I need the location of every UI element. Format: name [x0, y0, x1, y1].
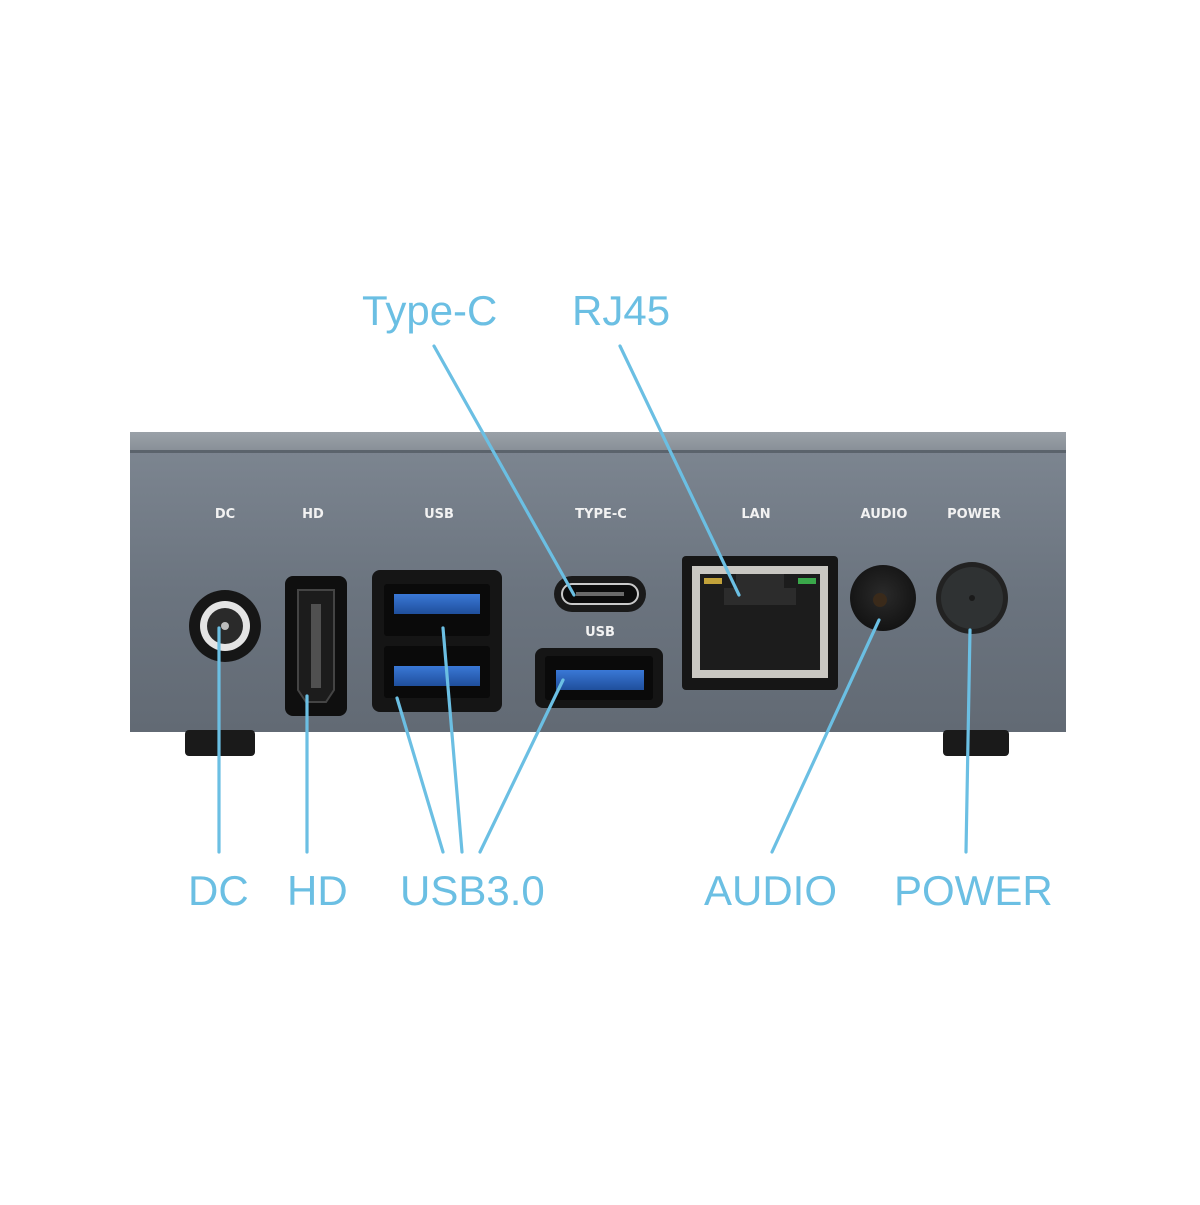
leader-line-rj45 — [618, 344, 741, 597]
panel-label-usb-small: USB — [585, 625, 615, 640]
leader-line-power — [964, 628, 972, 854]
panel-label-dc: DC — [215, 507, 235, 522]
foot-right — [943, 730, 1009, 756]
panel-label-power: POWER — [947, 507, 1001, 522]
leader-line-usb-upper — [441, 626, 464, 854]
panel-label-audio: AUDIO — [861, 507, 908, 522]
audio-jack — [850, 565, 916, 631]
power-button — [936, 562, 1008, 634]
usb-single-port — [535, 648, 663, 708]
callout-power: POWER — [894, 867, 1053, 914]
chassis-top-edge — [130, 432, 1066, 454]
callout-usb3: USB3.0 — [400, 867, 545, 914]
leader-line-audio — [770, 618, 881, 854]
leader-line-usb-lower — [395, 696, 445, 854]
hdmi-port — [285, 576, 347, 716]
leader-line-usb-single — [478, 678, 565, 854]
chassis-edge-line — [130, 450, 1066, 453]
panel-label-usb: USB — [424, 507, 454, 522]
usb-c-port — [554, 576, 646, 612]
panel-label-type-c: TYPE-C — [575, 507, 627, 522]
rj45-port — [682, 556, 838, 690]
dc-jack — [189, 590, 261, 662]
callout-audio: AUDIO — [704, 867, 838, 914]
callout-hd: HD — [287, 867, 348, 914]
callout-dc: DC — [188, 867, 249, 914]
callout-rj45: RJ45 — [572, 287, 671, 334]
leader-line-type-c — [432, 344, 576, 597]
callout-type-c: Type-C — [362, 287, 498, 334]
usb-dual-port — [372, 570, 502, 712]
panel-label-lan: LAN — [741, 507, 770, 522]
panel-label-hd: HD — [302, 507, 324, 522]
